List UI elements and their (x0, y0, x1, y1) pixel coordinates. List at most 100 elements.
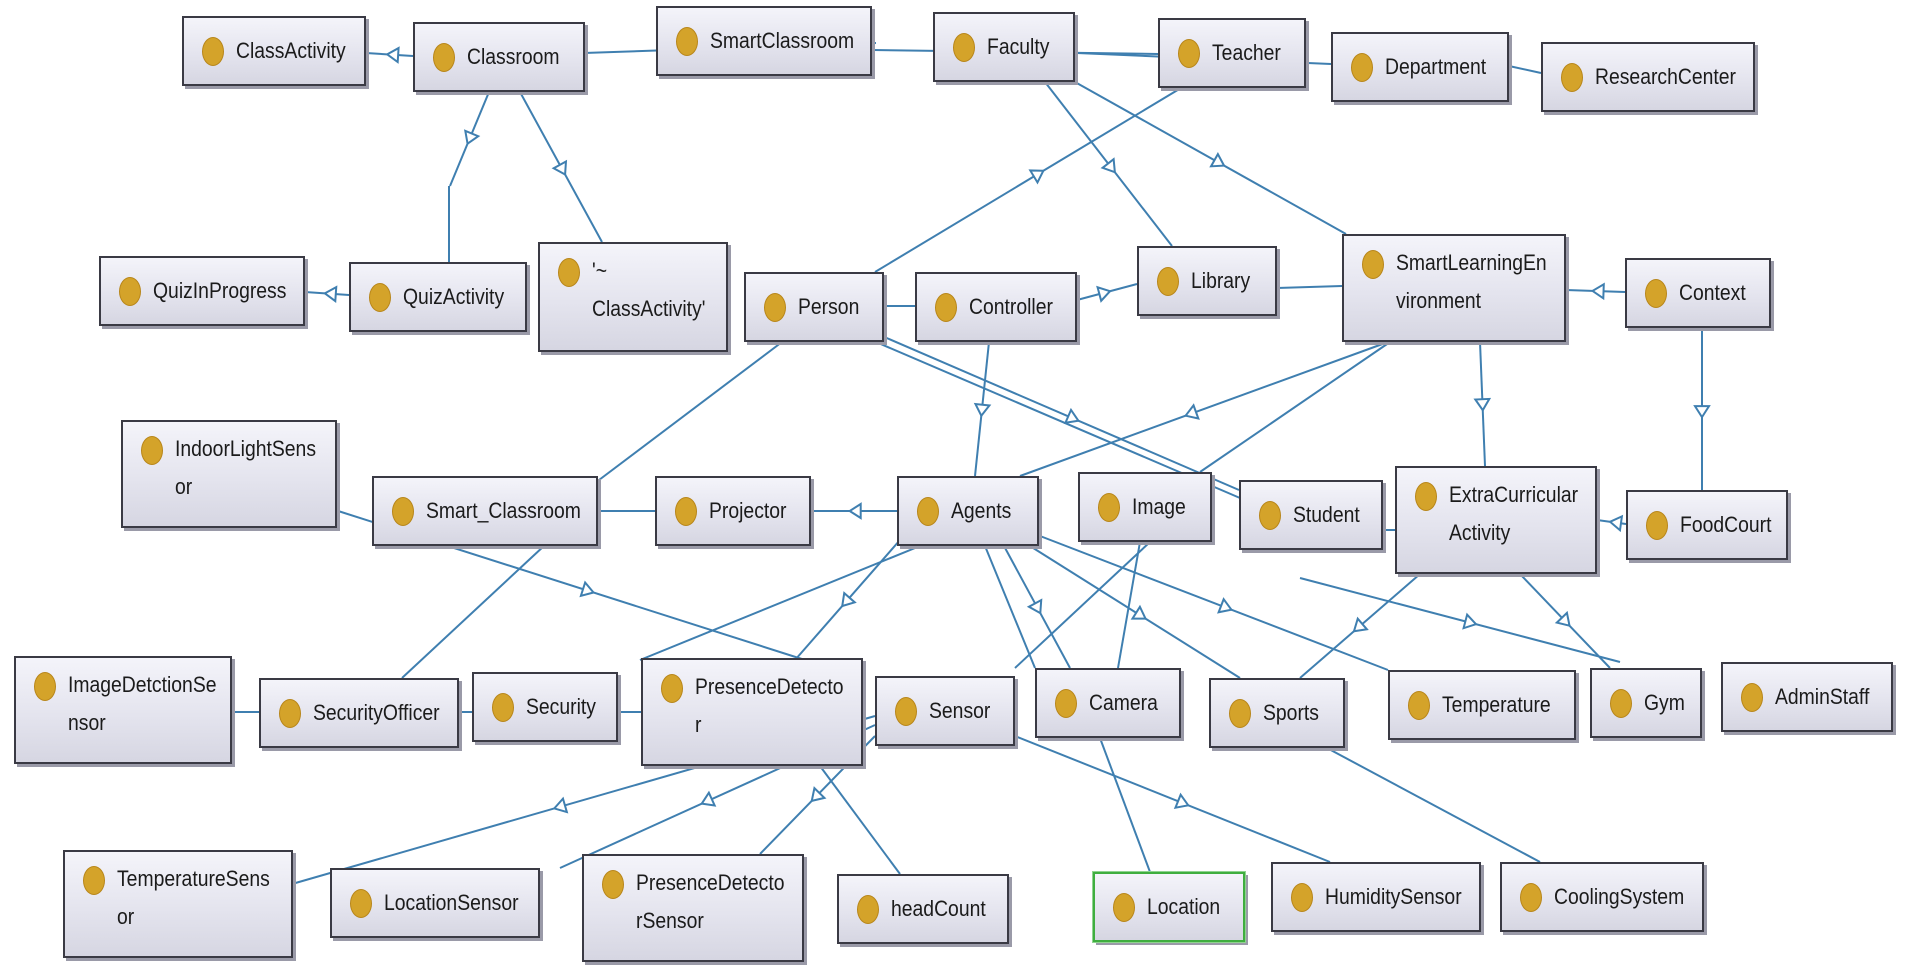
edge-line (519, 91, 603, 243)
node-classroom[interactable]: Classroom (413, 22, 585, 92)
node-controller[interactable]: Controller (915, 272, 1077, 342)
node-headcount[interactable]: headCount (837, 874, 1009, 944)
node-extracurricularactivity[interactable]: ExtraCurricular Activity (1395, 466, 1597, 574)
node-agents[interactable]: Agents (897, 476, 1039, 546)
node-quizinprogress[interactable]: QuizInProgress (99, 256, 305, 326)
node-indoorlightsensor[interactable]: IndoorLightSens or (121, 420, 337, 528)
node-label: Teacher (1212, 40, 1281, 65)
class-dot-icon (917, 496, 939, 526)
class-dot-icon (1351, 52, 1373, 82)
node-label: QuizActivity (403, 284, 505, 309)
node-complement-classactivity[interactable]: '~ ClassActivity' (538, 242, 728, 352)
edge-line (1565, 289, 1626, 293)
node-label: IndoorLightSens or (175, 436, 317, 499)
node-department[interactable]: Department (1331, 32, 1509, 102)
subclass-arrowhead-icon (1554, 610, 1571, 628)
subclass-arrowhead-icon (552, 796, 569, 814)
node-coolingsystem[interactable]: CoolingSystem (1500, 862, 1704, 932)
node-image[interactable]: Image (1078, 472, 1212, 542)
node-sensor[interactable]: Sensor (875, 676, 1015, 746)
edge-line (1276, 285, 1343, 289)
node-label: Image (1132, 494, 1186, 519)
subclass-arrowhead-icon (847, 502, 862, 520)
edge-line (974, 341, 990, 477)
node-label: Smart_Classroom (426, 498, 581, 523)
node-faculty[interactable]: Faculty (933, 12, 1075, 82)
node-temperature[interactable]: Temperature (1388, 670, 1576, 740)
node-presencedetector[interactable]: PresenceDetecto r (641, 658, 863, 766)
node-temperaturesensor[interactable]: TemperatureSens or (63, 850, 293, 958)
edge-line (1299, 573, 1421, 679)
node-label: SmartClassroom (710, 28, 855, 53)
node-label: ExtraCurricular Activity (1449, 482, 1579, 545)
class-dot-icon (675, 496, 697, 526)
edge-line (819, 765, 901, 875)
edge-line (794, 539, 901, 661)
edge-line (1044, 81, 1173, 247)
node-label: Department (1385, 54, 1487, 79)
class-dot-icon (1741, 682, 1763, 712)
class-dot-icon (1645, 278, 1667, 308)
node-imagedetctionsensor[interactable]: ImageDetctionSe nsor (14, 656, 232, 764)
node-context[interactable]: Context (1625, 258, 1771, 328)
subclass-arrowhead-icon (1130, 604, 1148, 620)
node-label: ClassActivity (236, 38, 346, 63)
node-quizactivity[interactable]: QuizActivity (349, 262, 527, 332)
subclass-arrowhead-icon (973, 402, 992, 418)
node-adminstaff[interactable]: AdminStaff (1721, 662, 1893, 732)
node-label: FoodCourt (1680, 512, 1772, 537)
node-sports[interactable]: Sports (1209, 678, 1345, 748)
class-dot-icon (1520, 882, 1542, 912)
node-security[interactable]: Security (472, 672, 618, 742)
subclass-arrowhead-icon (841, 591, 857, 608)
node-label: TemperatureSens or (117, 866, 270, 929)
node-label: Security (526, 694, 596, 719)
node-presencedetectorsensor[interactable]: PresenceDetecto rSensor (582, 854, 804, 962)
subclass-arrowhead-icon (579, 580, 596, 598)
edge-line (598, 341, 783, 481)
node-label: Student (1293, 502, 1360, 527)
edge-line (1479, 341, 1486, 467)
node-teacher[interactable]: Teacher (1158, 18, 1306, 88)
subclass-arrowhead-icon (1462, 612, 1478, 630)
subclass-arrowhead-icon (810, 786, 827, 803)
node-library[interactable]: Library (1137, 246, 1277, 316)
node-researchcenter[interactable]: ResearchCenter (1541, 42, 1755, 112)
edge-line (1076, 283, 1138, 301)
subclass-arrowhead-icon (464, 129, 481, 146)
class-dot-icon (369, 282, 391, 312)
node-foodcourt[interactable]: FoodCourt (1626, 490, 1788, 560)
subclass-arrowhead-icon (1693, 405, 1711, 419)
class-dot-icon (492, 692, 514, 722)
node-securityofficer[interactable]: SecurityOfficer (259, 678, 459, 748)
class-dot-icon (350, 888, 372, 918)
edge-line (1039, 535, 1389, 671)
node-person[interactable]: Person (744, 272, 884, 342)
node-humiditysensor[interactable]: HumiditySensor (1271, 862, 1481, 932)
node-smartclassroom[interactable]: SmartClassroom (656, 6, 872, 76)
class-dot-icon (895, 696, 917, 726)
class-dot-icon (935, 292, 957, 322)
class-dot-icon (1646, 510, 1668, 540)
node-camera[interactable]: Camera (1035, 668, 1181, 738)
node-label: HumiditySensor (1325, 884, 1462, 909)
node-locationsensor[interactable]: LocationSensor (330, 868, 540, 938)
class-dot-icon (1362, 250, 1384, 279)
class-dot-icon (279, 698, 301, 728)
node-label: Controller (969, 294, 1053, 319)
node-smart-classroom[interactable]: Smart_Classroom (372, 476, 598, 546)
node-location[interactable]: Location (1093, 872, 1245, 942)
node-label: Projector (709, 498, 787, 523)
node-classactivity[interactable]: ClassActivity (182, 16, 366, 86)
edge-line (304, 291, 350, 296)
class-dot-icon (857, 894, 879, 924)
subclass-arrowhead-icon (1026, 598, 1043, 615)
node-student[interactable]: Student (1239, 480, 1383, 550)
node-gym[interactable]: Gym (1590, 668, 1702, 738)
node-projector[interactable]: Projector (655, 476, 811, 546)
node-smartlearningenvironment[interactable]: SmartLearningEn vironment (1342, 234, 1566, 342)
edge-line (1019, 341, 1389, 477)
edge-line (449, 91, 490, 187)
edge-line (401, 544, 546, 679)
node-label: Context (1679, 280, 1746, 305)
